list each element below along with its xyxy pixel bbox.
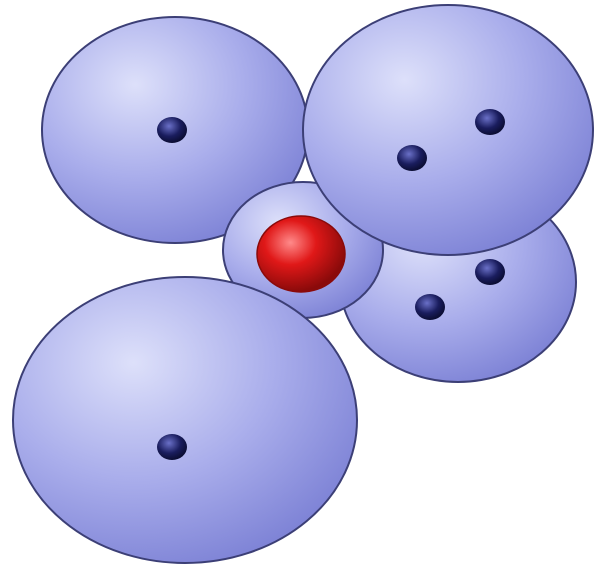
electron-dot [475, 259, 505, 285]
orbital-lobe-bottom-left [13, 277, 357, 563]
nucleus [257, 216, 345, 292]
electron-dot [397, 145, 427, 171]
electron-dot [415, 294, 445, 320]
electron-dot [157, 117, 187, 143]
electron-dot [157, 434, 187, 460]
electron-dot [475, 109, 505, 135]
orbital-lobe-top-right [303, 5, 593, 255]
